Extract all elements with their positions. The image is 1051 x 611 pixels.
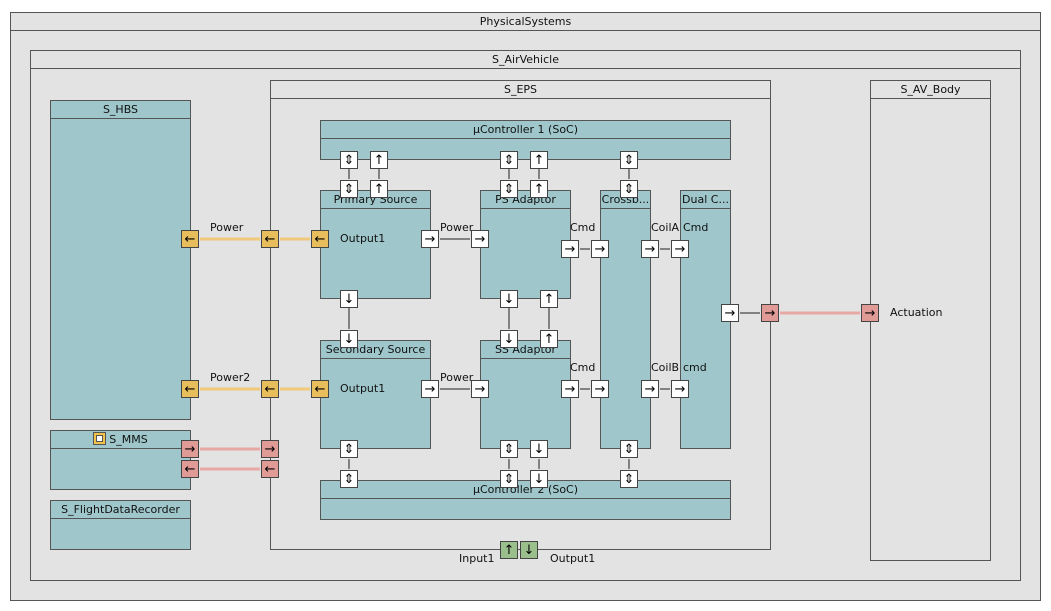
- mc2-port-3[interactable]: ↓: [530, 470, 548, 488]
- ss-power-label: Power: [440, 371, 474, 384]
- primary-bottom-port[interactable]: ↓: [340, 290, 358, 308]
- ps-adaptor-power-in-port[interactable]: →: [471, 230, 489, 248]
- coilb-label: CoilB: [651, 361, 680, 374]
- secondary-output1-label: Output1: [340, 382, 386, 395]
- ss-cmd-label: Cmd: [570, 361, 596, 374]
- mc2-block[interactable]: µController 2 (SoC): [320, 480, 731, 520]
- mms-title: S_MMS: [51, 431, 190, 449]
- ss-adaptor-bottom-port-2[interactable]: ↓: [530, 440, 548, 458]
- mms-in-port[interactable]: ←: [181, 460, 199, 478]
- mc1-port-1[interactable]: ⇕: [340, 151, 358, 169]
- crossbar-in-b-port[interactable]: →: [591, 380, 609, 398]
- eps-title: S_EPS: [271, 81, 770, 99]
- ps-adaptor-top-port-2[interactable]: ↑: [530, 180, 548, 198]
- ps-cmd-label: Cmd: [570, 221, 596, 234]
- coila-label: CoilA: [651, 221, 680, 234]
- primary-output1-label: Output1: [340, 232, 386, 245]
- crossbar-coila-port[interactable]: →: [641, 240, 659, 258]
- mc2-port-2[interactable]: ⇕: [500, 470, 518, 488]
- mc2-title: µController 2 (SoC): [321, 481, 730, 499]
- ps-adaptor-block[interactable]: PS Adaptor: [480, 190, 571, 299]
- mc2-port-4[interactable]: ⇕: [620, 470, 638, 488]
- mc1-port-5[interactable]: ⇕: [620, 151, 638, 169]
- crossbar-block[interactable]: Crossb...: [600, 190, 651, 449]
- power-label: Power: [210, 221, 244, 234]
- dual-cmd-b-port[interactable]: →: [671, 380, 689, 398]
- mms-title-text: S_MMS: [109, 433, 148, 446]
- input1-label: Input1: [459, 552, 495, 565]
- crossbar-in-a-port[interactable]: →: [591, 240, 609, 258]
- eps-actuation-port[interactable]: →: [761, 304, 779, 322]
- mc1-port-3[interactable]: ⇕: [500, 151, 518, 169]
- dual-title: Dual C...: [681, 191, 730, 209]
- ps-adaptor-bottom-port-1[interactable]: ↓: [500, 290, 518, 308]
- ps-power-label: Power: [440, 221, 474, 234]
- mc2-port-1[interactable]: ⇕: [340, 470, 358, 488]
- primary-top-port-2[interactable]: ↑: [370, 180, 388, 198]
- ps-adaptor-bottom-port-2[interactable]: ↑: [540, 290, 558, 308]
- hbs-power-port[interactable]: ←: [181, 230, 199, 248]
- crossbar-bottom-port[interactable]: ⇕: [620, 440, 638, 458]
- actuation-label: Actuation: [890, 306, 943, 319]
- air-vehicle-title: S_AirVehicle: [31, 51, 1020, 69]
- ps-adaptor-cmd-port[interactable]: →: [561, 240, 579, 258]
- eps-output1-port[interactable]: ↓: [520, 541, 538, 559]
- hbs-power2-port[interactable]: ←: [181, 380, 199, 398]
- mms-block[interactable]: S_MMS: [50, 430, 191, 490]
- eps-power-port[interactable]: ←: [261, 230, 279, 248]
- dual-cmd-a-port[interactable]: →: [671, 240, 689, 258]
- secondary-source-block[interactable]: Secondary Source: [320, 340, 431, 449]
- primary-output-port[interactable]: ←: [311, 230, 329, 248]
- dual-out-port[interactable]: →: [721, 304, 739, 322]
- secondary-top-port[interactable]: ↓: [340, 330, 358, 348]
- dual-cmd-b-label: cmd: [683, 361, 707, 374]
- mms-out-port[interactable]: →: [181, 440, 199, 458]
- mc1-port-4[interactable]: ↑: [530, 151, 548, 169]
- dual-cmd-a-label: Cmd: [683, 221, 709, 234]
- ps-adaptor-top-port-1[interactable]: ⇕: [500, 180, 518, 198]
- hbs-block[interactable]: S_HBS: [50, 100, 191, 420]
- mc1-title: µController 1 (SoC): [321, 121, 730, 139]
- av-body-title: S_AV_Body: [871, 81, 990, 99]
- fdr-block[interactable]: S_FlightDataRecorder: [50, 500, 191, 550]
- ss-adaptor-bottom-port-1[interactable]: ⇕: [500, 440, 518, 458]
- ss-adaptor-top-port-1[interactable]: ↓: [500, 330, 518, 348]
- physical-systems-title: PhysicalSystems: [11, 13, 1040, 31]
- primary-top-port-1[interactable]: ⇕: [340, 180, 358, 198]
- secondary-output-port[interactable]: ←: [311, 380, 329, 398]
- crossbar-coilb-port[interactable]: →: [641, 380, 659, 398]
- av-body-actuation-port[interactable]: →: [861, 304, 879, 322]
- mc1-port-2[interactable]: ↑: [370, 151, 388, 169]
- module-icon: [93, 432, 107, 445]
- mc1-block[interactable]: µController 1 (SoC): [320, 120, 731, 160]
- eps-power2-port[interactable]: ←: [261, 380, 279, 398]
- secondary-power-out-port[interactable]: →: [421, 380, 439, 398]
- eps-mms-out-port[interactable]: ←: [261, 460, 279, 478]
- primary-power-out-port[interactable]: →: [421, 230, 439, 248]
- power2-label: Power2: [210, 371, 251, 384]
- ss-adaptor-cmd-port[interactable]: →: [561, 380, 579, 398]
- output1-label: Output1: [550, 552, 596, 565]
- ss-adaptor-power-in-port[interactable]: →: [471, 380, 489, 398]
- crossbar-top-port[interactable]: ⇕: [620, 180, 638, 198]
- av-body-frame: S_AV_Body: [870, 80, 991, 561]
- hbs-title: S_HBS: [51, 101, 190, 119]
- secondary-bottom-port[interactable]: ⇕: [340, 440, 358, 458]
- eps-input1-port[interactable]: ↑: [500, 541, 518, 559]
- fdr-title: S_FlightDataRecorder: [51, 501, 190, 519]
- eps-mms-in-port[interactable]: →: [261, 440, 279, 458]
- ss-adaptor-top-port-2[interactable]: ↑: [540, 330, 558, 348]
